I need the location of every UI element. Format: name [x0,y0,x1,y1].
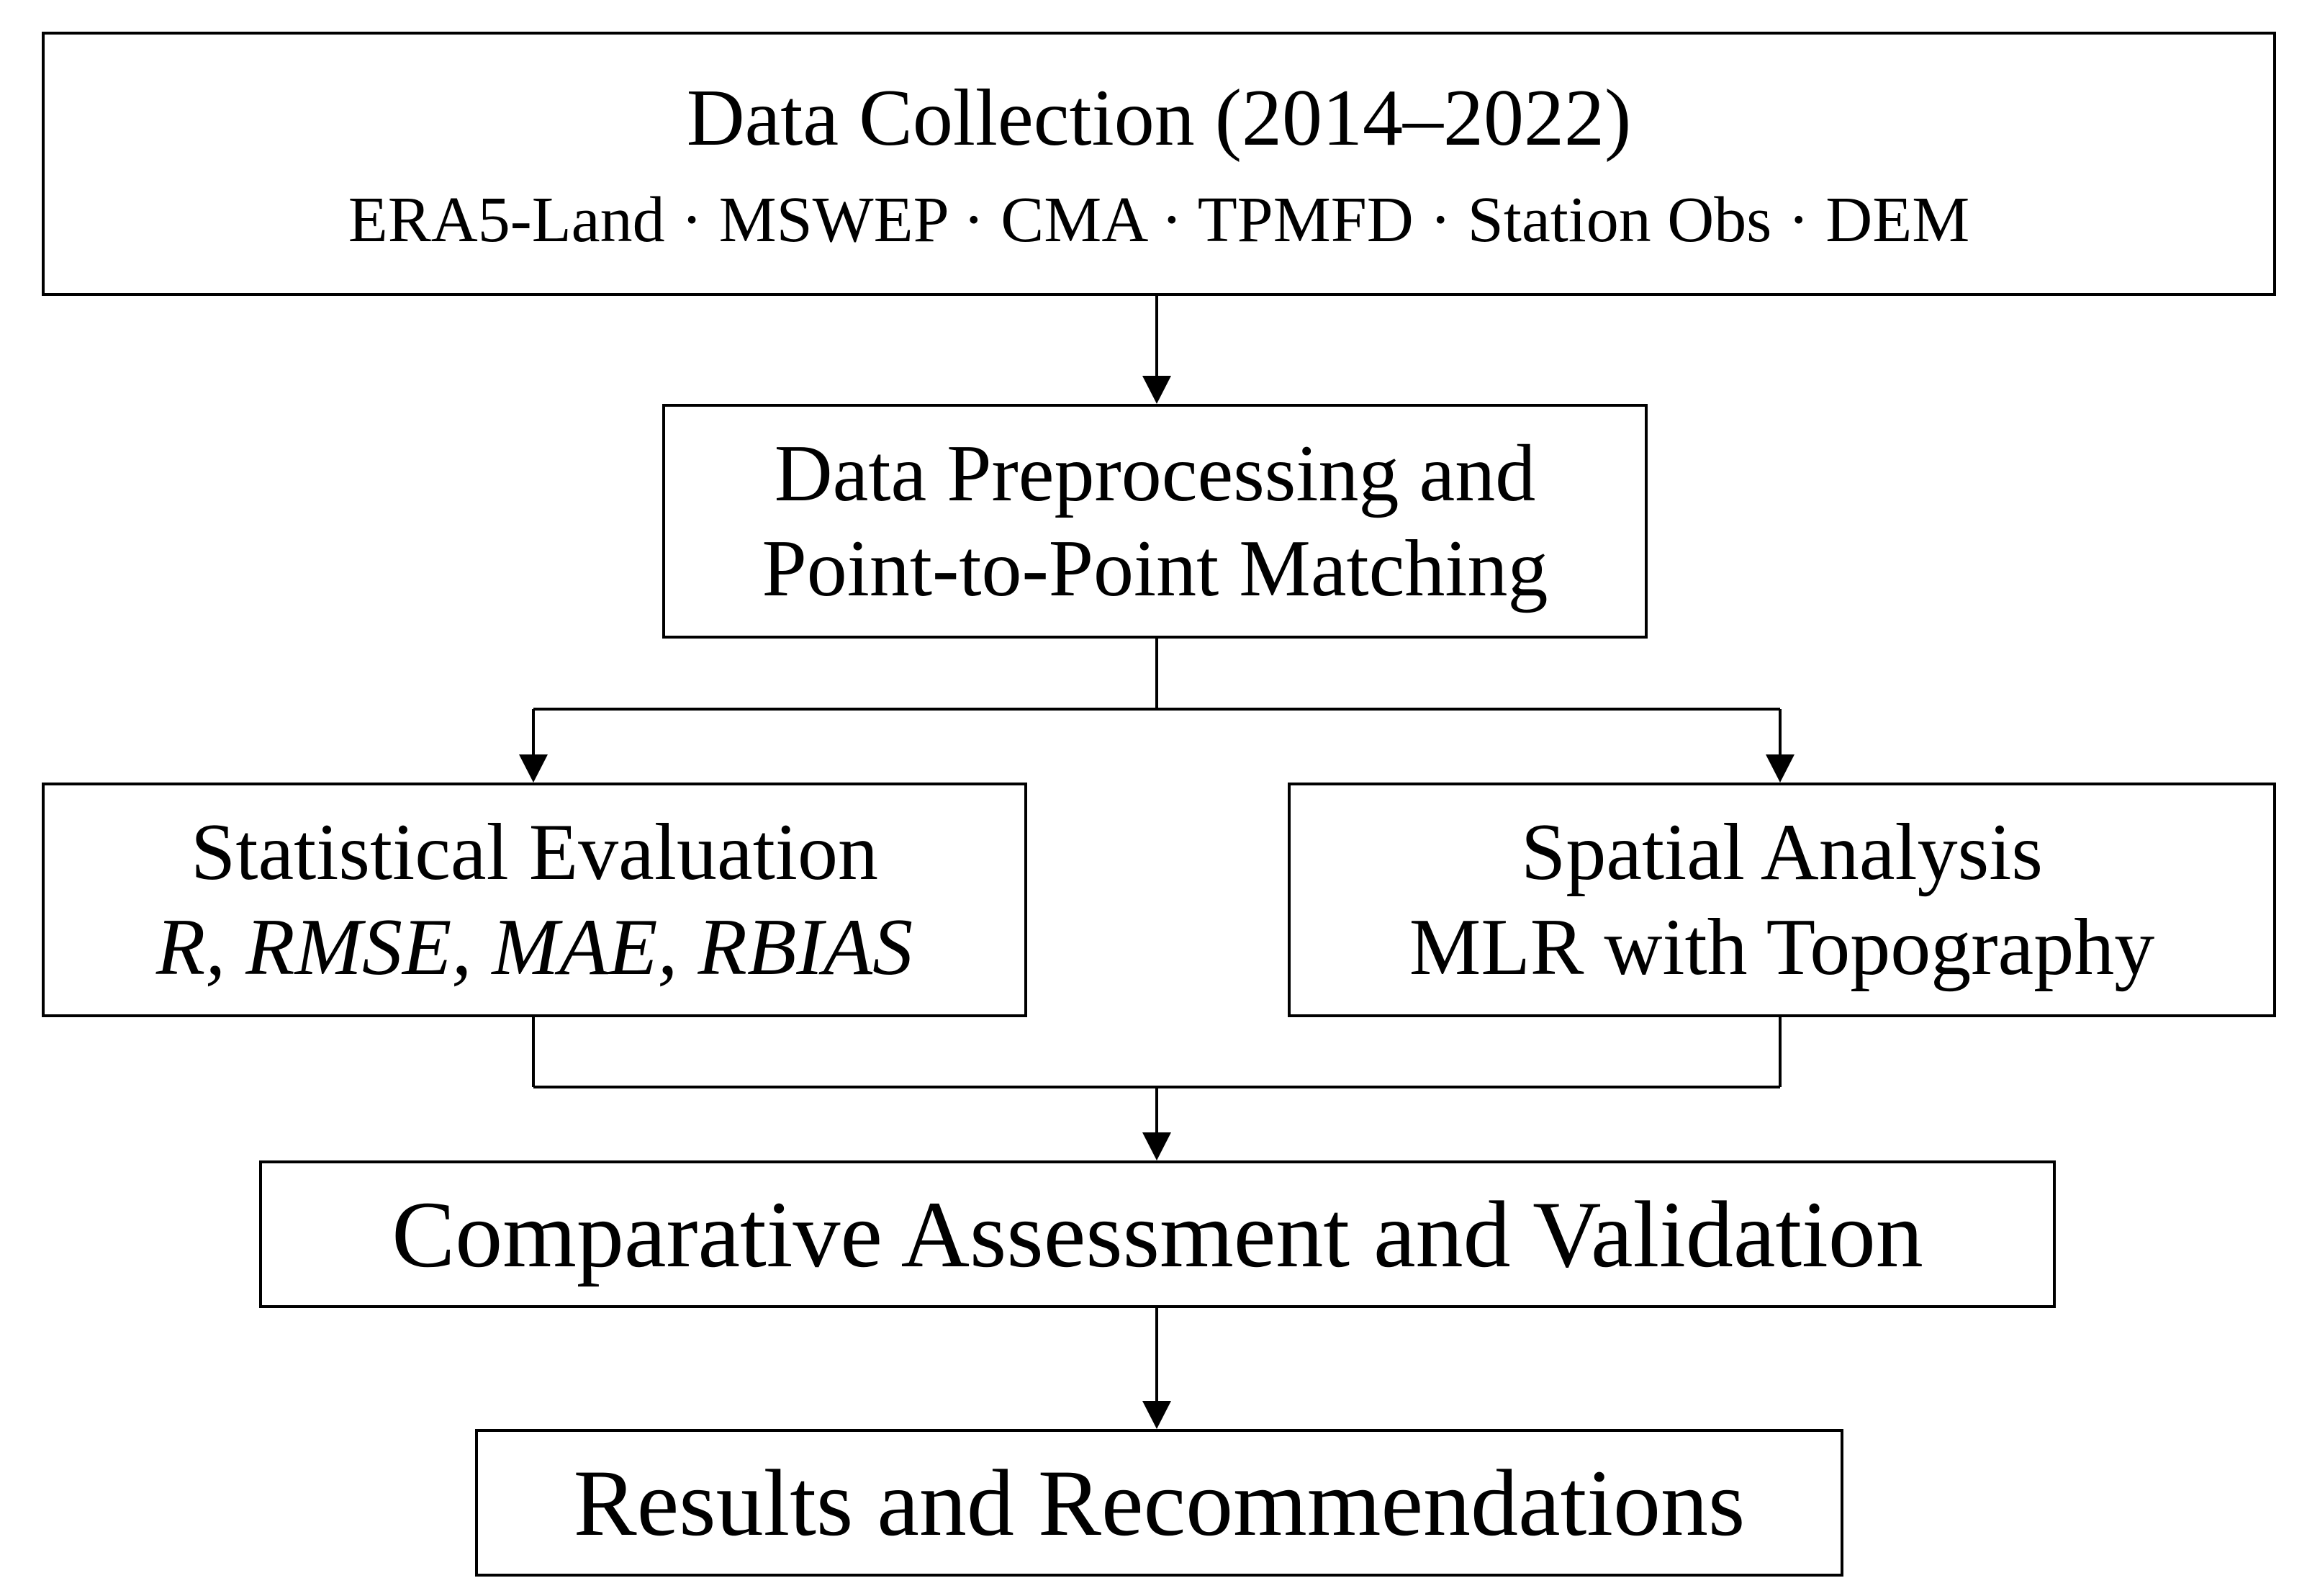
preprocessing-box: Data Preprocessing and Point-to-Point Ma… [662,404,1648,639]
arrowhead-stats [519,754,548,783]
preprocessing-line-1: Data Preprocessing and [774,429,1536,518]
spatial-analysis-method: MLR with Topography [1409,903,2155,992]
comparative-assessment-title: Comparative Assessment and Validation [392,1181,1923,1287]
data-collection-box: Data Collection (2014–2022) ERA5-Land · … [42,32,2276,296]
spatial-analysis-title: Spatial Analysis [1521,808,2043,897]
arrowhead-spatial [1766,754,1794,783]
statistical-metrics: R, RMSE, MAE, RBIAS [155,903,913,992]
arrowhead-comparative [1142,1132,1171,1160]
comparative-assessment-box: Comparative Assessment and Validation [259,1160,2056,1308]
results-box: Results and Recommendations [475,1429,1843,1577]
statistical-evaluation-box: Statistical Evaluation R, RMSE, MAE, RBI… [42,783,1027,1017]
data-collection-title: Data Collection (2014–2022) [686,73,1632,163]
spatial-analysis-box: Spatial Analysis MLR with Topography [1288,783,2276,1017]
preprocessing-line-2: Point-to-Point Matching [762,524,1548,613]
arrowhead-results [1142,1401,1171,1429]
statistical-evaluation-title: Statistical Evaluation [191,808,878,897]
data-sources-list: ERA5-Land · MSWEP · CMA · TPMFD · Statio… [348,184,1970,256]
arrowhead-preprocessing [1142,376,1171,404]
results-title: Results and Recommendations [573,1449,1746,1556]
